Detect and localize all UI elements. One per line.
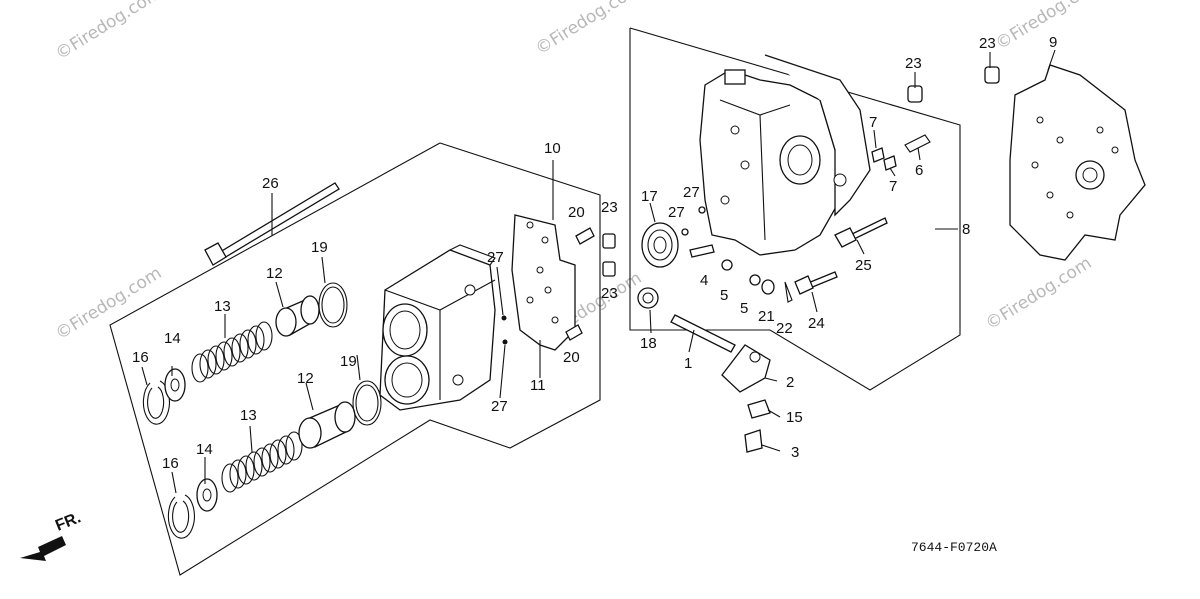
callout-24: 24 (808, 315, 825, 332)
callout-7: 7 (889, 178, 897, 195)
callout-19: 19 (340, 353, 357, 370)
circlip-16-lower (167, 494, 195, 539)
callout-10: 10 (544, 140, 561, 157)
callout-1: 1 (684, 355, 692, 372)
callout-7: 7 (869, 114, 877, 131)
callout-23: 23 (601, 199, 618, 216)
callout-26: 26 (262, 175, 279, 192)
leader-lines (141, 49, 1056, 494)
front-label: FR. (53, 509, 83, 534)
clip-6 (904, 134, 931, 153)
ball-27 (501, 315, 507, 321)
callout-12: 12 (297, 370, 314, 387)
callout-27: 27 (491, 398, 508, 415)
callout-11: 11 (530, 377, 546, 394)
watermark: ©Firedog.com (532, 0, 645, 59)
small-hardware-center (565, 227, 616, 341)
callout-13: 13 (214, 298, 231, 315)
outline-8 (629, 27, 961, 391)
callout-22: 22 (776, 320, 793, 337)
plate-9 (1009, 64, 1146, 261)
valve-body-8 (699, 54, 871, 256)
arm-2 (721, 344, 771, 453)
callout-21: 21 (758, 308, 775, 325)
callout-20: 20 (568, 204, 585, 221)
callout-12: 12 (266, 265, 283, 282)
oring-19-upper (318, 282, 348, 328)
diagram-code: 7644-F0720A (911, 540, 997, 555)
callout-2: 2 (786, 374, 794, 391)
callout-4: 4 (700, 272, 708, 289)
group-outlines (109, 27, 961, 576)
watermark: ©Firedog.com (52, 0, 165, 64)
callout-23: 23 (979, 35, 996, 52)
front-arrow-icon: FR. (20, 509, 83, 561)
callout-20: 20 (563, 349, 580, 366)
callout-16: 16 (132, 349, 149, 366)
callout-8: 8 (962, 221, 970, 238)
ball-27 (502, 339, 508, 345)
bearing-17 (641, 222, 679, 268)
regulator-parts-upper (142, 282, 348, 425)
plate-11 (511, 214, 576, 351)
callout-14: 14 (164, 330, 181, 347)
callout-3: 3 (791, 444, 799, 461)
shaft-1 (637, 287, 736, 353)
regulator-housing (379, 244, 496, 411)
oring-19-lower (352, 380, 382, 426)
callout-27: 27 (683, 184, 700, 201)
callout-18: 18 (640, 335, 657, 352)
collar-12-upper (275, 295, 320, 337)
watermark: ©Firedog.com (982, 253, 1095, 334)
callout-23: 23 (601, 285, 618, 302)
callout-27: 27 (668, 204, 685, 221)
callout-14: 14 (196, 441, 213, 458)
small-hardware-lower-center (681, 206, 793, 303)
callout-16: 16 (162, 455, 179, 472)
callout-25: 25 (855, 257, 872, 274)
callout-5: 5 (740, 300, 748, 317)
callout-15: 15 (786, 409, 803, 426)
callout-17: 17 (641, 188, 658, 205)
callout-23: 23 (905, 55, 922, 72)
watermarks: ©Firedog.com ©Firedog.com ©Firedog.com ©… (52, 0, 1105, 349)
outline-10 (109, 142, 601, 576)
bolt-26 (204, 182, 340, 266)
collar-12-lower (298, 401, 356, 449)
callout-13: 13 (240, 407, 257, 424)
regulator-parts-lower (167, 380, 382, 539)
callout-9: 9 (1049, 34, 1057, 51)
callout-5: 5 (720, 287, 728, 304)
spring-13-upper (191, 321, 273, 383)
callout-19: 19 (311, 239, 328, 256)
callout-6: 6 (915, 162, 923, 179)
callout-27: 27 (487, 249, 504, 266)
small-hardware-right (794, 66, 1000, 295)
spring-13-lower (221, 431, 303, 493)
callouts: 26 10 19 12 13 14 16 19 12 13 14 16 27 2… (132, 34, 1057, 472)
